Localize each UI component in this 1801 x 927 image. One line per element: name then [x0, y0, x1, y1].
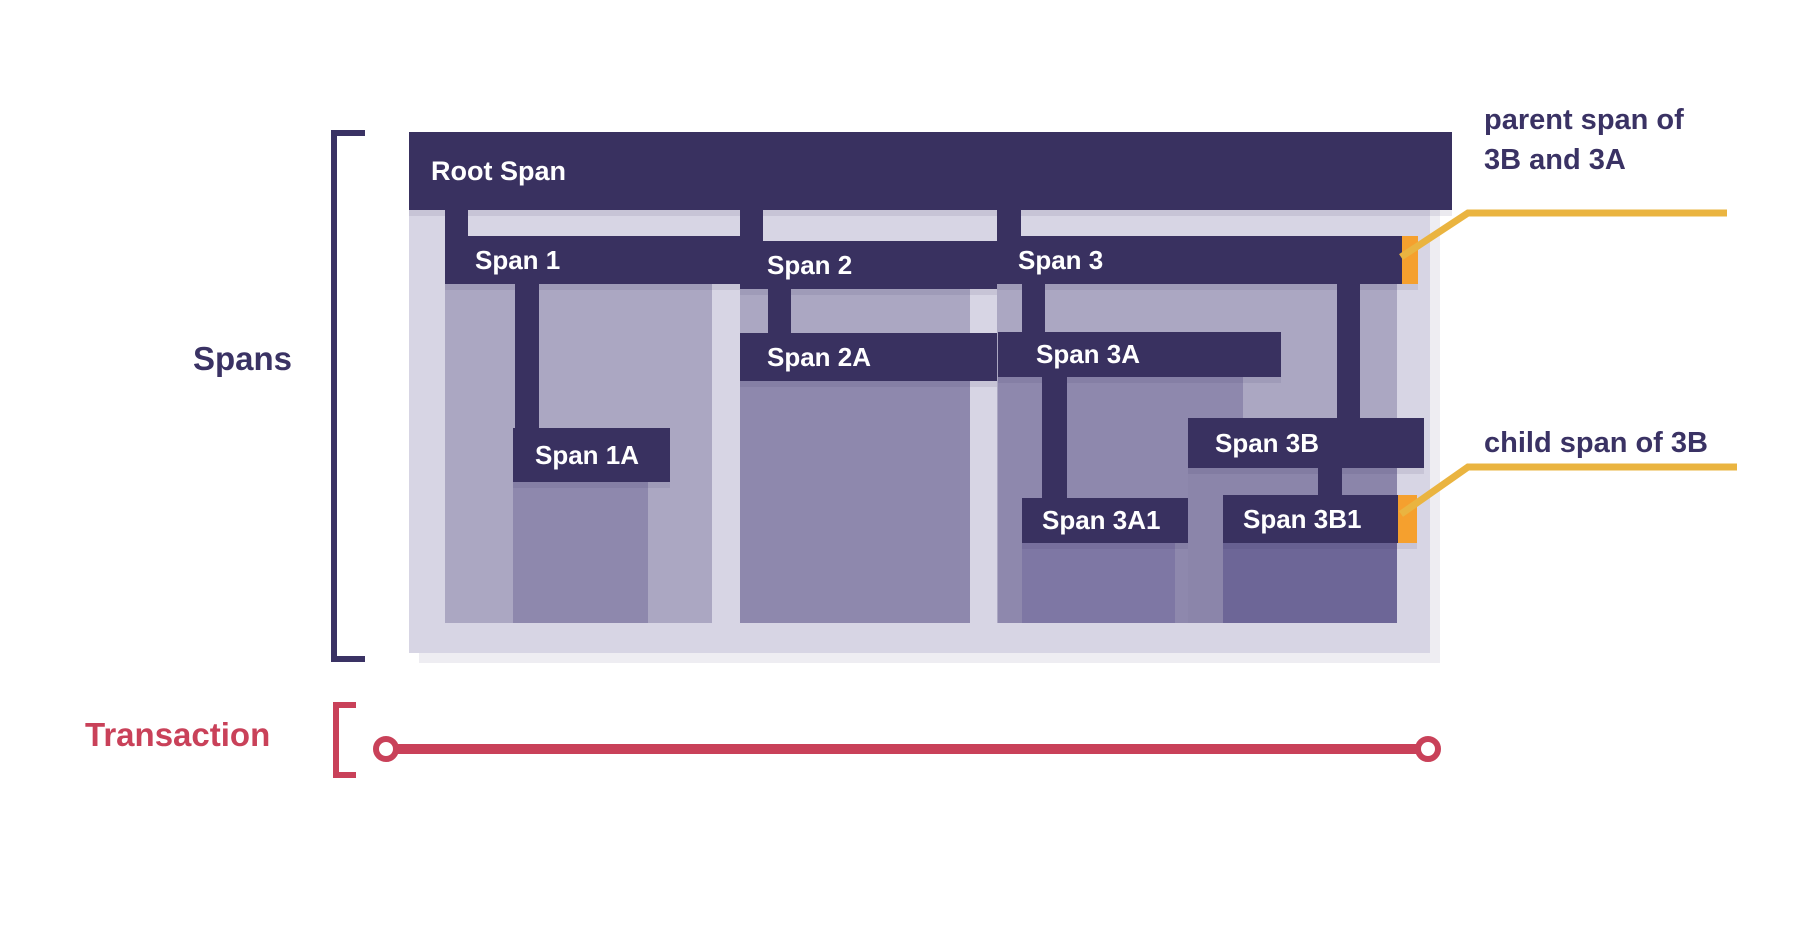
span2a-label: Span 2A	[767, 341, 872, 372]
connector-span3-to-span3a	[1022, 284, 1045, 332]
transaction-label: Transaction	[85, 716, 271, 753]
span3a1-label: Span 3A1	[1042, 505, 1161, 535]
span1a-label: Span 1A	[535, 439, 640, 470]
span2-label: Span 2	[767, 249, 853, 280]
connector-root-to-span2	[740, 210, 763, 241]
span2a-duration-body	[740, 381, 970, 623]
transaction-timeline	[390, 744, 1428, 754]
span1a-bar: Span 1A	[513, 428, 670, 482]
parent-span-annotation-line2: 3B and 3A	[1484, 144, 1626, 176]
connector-span3-to-span3b	[1337, 284, 1360, 418]
parent-span-marker	[1402, 236, 1418, 284]
span3b1-label: Span 3B1	[1243, 503, 1362, 534]
spans-bracket	[331, 130, 365, 662]
span1-label: Span 1	[475, 244, 561, 275]
connector-span3b-to-span3b1	[1318, 468, 1342, 495]
span3b1-bar: Span 3B1	[1223, 495, 1417, 543]
span-tree-panel: Root Span Span 1 Span 1A Span 2 Span 2A …	[409, 132, 1452, 653]
parent-span-annotation: parent span of 3B and 3A	[1484, 100, 1684, 180]
connector-root-to-span3	[997, 210, 1021, 236]
span1a-duration-body	[513, 482, 648, 623]
span3b-bar: Span 3B	[1188, 418, 1424, 468]
span2a-bar: Span 2A	[740, 333, 997, 381]
transaction-start-endpoint	[373, 736, 399, 762]
root-span-label: Root Span	[431, 155, 566, 186]
span3b-label: Span 3B	[1215, 427, 1320, 458]
child-span-annotation: child span of 3B	[1484, 427, 1708, 459]
connector-span2-to-span2a	[768, 289, 791, 333]
child-span-marker	[1398, 495, 1417, 543]
span3a1-bar: Span 3A1	[1022, 498, 1195, 543]
span1-bar: Span 1	[445, 236, 742, 284]
connector-span3a-to-span3a1	[1042, 377, 1067, 498]
transaction-end-endpoint	[1415, 736, 1441, 762]
parent-span-callout-line	[1399, 209, 1727, 260]
span3-label: Span 3	[1018, 244, 1104, 275]
span3a-label: Span 3A	[1036, 339, 1141, 369]
span3a1-duration-body	[1022, 543, 1175, 623]
transaction-bracket	[333, 702, 356, 778]
span3a-bar: Span 3A	[998, 332, 1281, 377]
connector-span1-to-span1a	[515, 284, 539, 428]
child-span-callout-line	[1398, 463, 1737, 517]
span3b1-duration-body	[1223, 543, 1397, 623]
spans-label: Spans	[192, 340, 293, 377]
root-span-bar: Root Span	[409, 132, 1452, 210]
span3-bar: Span 3	[997, 236, 1418, 284]
span2-bar: Span 2	[740, 241, 997, 289]
connector-root-to-span1	[445, 210, 468, 236]
parent-span-annotation-line1: parent span of	[1484, 104, 1684, 136]
